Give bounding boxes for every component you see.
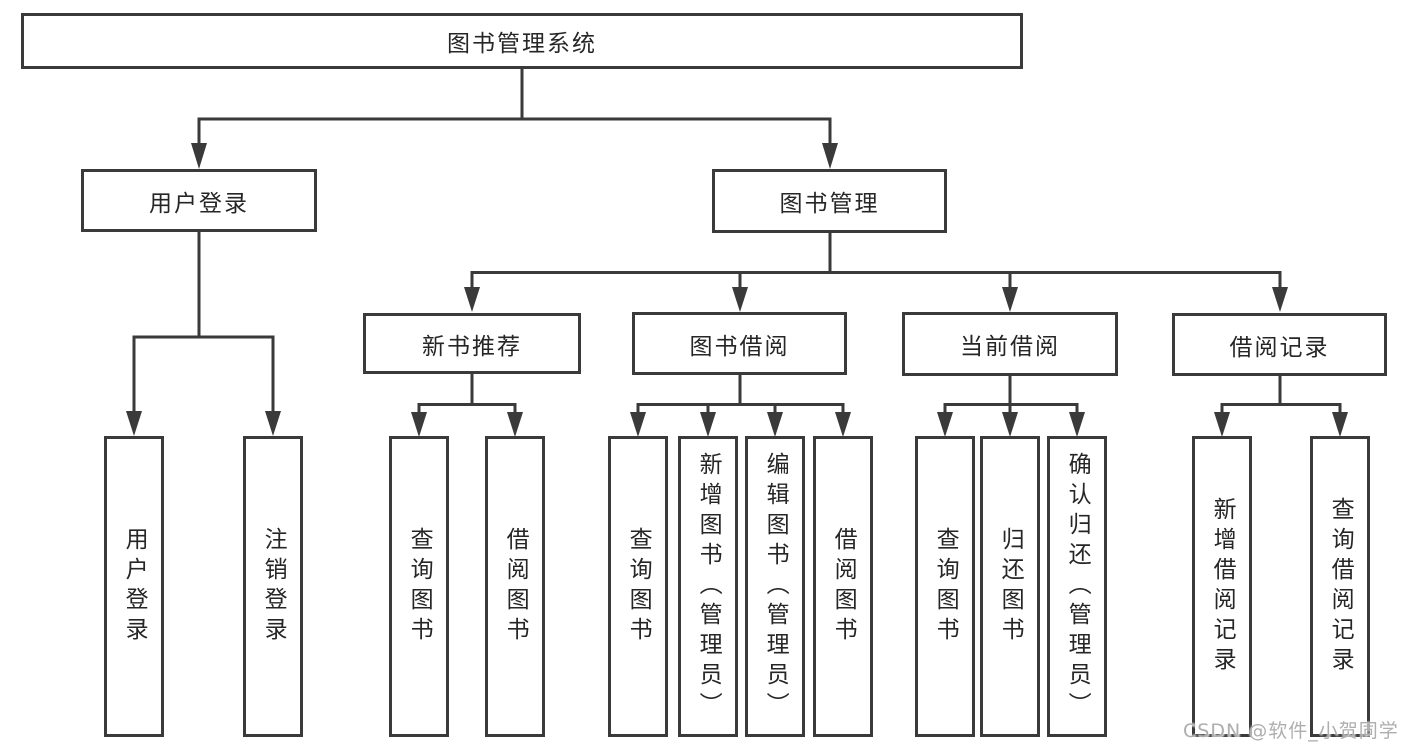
arrowhead xyxy=(191,143,207,169)
leaf-label: 查询图书 xyxy=(625,526,652,647)
leaf-label: 借阅图书 xyxy=(502,526,529,647)
leaf-label: 查询图书 xyxy=(406,526,433,647)
connector-borrow-to-leaves xyxy=(630,375,851,437)
leaf-label: 新增图书（管理员） xyxy=(695,451,722,722)
node-book-management: 图书管理 xyxy=(712,169,947,233)
node-borrow-records: 借阅记录 xyxy=(1172,313,1387,376)
connector-records-to-leaves xyxy=(1214,376,1348,437)
node-label: 当前借阅 xyxy=(960,334,1060,360)
leaf-label: 借阅图书 xyxy=(830,526,857,647)
node-book-borrow: 图书借阅 xyxy=(632,312,847,375)
arrowhead xyxy=(700,412,716,437)
connector-recommend-to-leaves xyxy=(411,374,523,437)
arrowhead xyxy=(126,411,142,436)
leaf-label: 编辑图书（管理员） xyxy=(762,451,789,722)
node-new-book-recommend: 新书推荐 xyxy=(363,313,581,374)
arrowhead xyxy=(411,412,427,437)
leaf-query-borrow-record: 查询借阅记录 xyxy=(1310,436,1370,737)
arrowhead xyxy=(464,287,480,312)
leaf-return-book: 归还图书 xyxy=(980,436,1040,737)
arrowhead xyxy=(767,412,783,437)
leaf-label: 新增借阅记录 xyxy=(1209,496,1236,677)
arrowhead xyxy=(1214,412,1230,437)
connector-current-to-leaves xyxy=(937,376,1085,437)
arrowhead xyxy=(1002,287,1018,312)
node-label: 图书管理系统 xyxy=(447,31,597,57)
node-label: 图书管理 xyxy=(779,191,880,217)
leaf-label: 查询图书 xyxy=(932,526,959,647)
connector-book-mgmt-to-level3 xyxy=(464,233,1288,312)
leaf-user-login: 用户登录 xyxy=(104,436,164,737)
leaf-query-book-borrow: 查询图书 xyxy=(608,436,668,737)
leaf-edit-book-admin: 编辑图书（管理员） xyxy=(745,436,805,737)
node-label: 借阅记录 xyxy=(1229,334,1330,361)
node-current-borrow: 当前借阅 xyxy=(902,312,1118,376)
arrowhead xyxy=(1332,412,1348,437)
node-user-login: 用户登录 xyxy=(81,169,317,232)
leaf-label: 查询借阅记录 xyxy=(1327,496,1354,677)
leaf-borrow-book: 借阅图书 xyxy=(813,436,873,737)
arrowhead xyxy=(630,412,646,437)
arrowhead xyxy=(732,287,748,312)
node-label: 图书借阅 xyxy=(689,333,790,360)
leaf-label: 确认归还（管理员） xyxy=(1064,451,1091,722)
csdn-watermark: CSDN @软件_小贺同学 xyxy=(1183,720,1399,742)
leaf-label: 注销登录 xyxy=(260,526,287,647)
leaf-confirm-return-admin: 确认归还（管理员） xyxy=(1047,436,1107,737)
arrowhead xyxy=(507,412,523,437)
leaf-borrow-book-recommend: 借阅图书 xyxy=(485,436,545,737)
leaf-label: 用户登录 xyxy=(121,526,148,647)
arrowhead xyxy=(1272,287,1288,312)
leaf-query-book-recommend: 查询图书 xyxy=(389,436,449,737)
leaf-query-book-current: 查询图书 xyxy=(915,436,975,737)
arrowhead xyxy=(822,143,838,169)
arrowhead xyxy=(1069,412,1085,437)
leaf-label: 归还图书 xyxy=(997,526,1024,647)
leaf-add-borrow-record: 新增借阅记录 xyxy=(1192,436,1252,737)
connector-root-to-level2 xyxy=(191,69,838,169)
arrowhead xyxy=(1002,412,1018,437)
arrowhead xyxy=(937,412,953,437)
arrowhead xyxy=(265,411,281,436)
arrowhead xyxy=(835,412,851,437)
connector-user-login-to-leaves xyxy=(126,232,281,436)
leaf-logout-login: 注销登录 xyxy=(243,436,303,737)
node-library-system-root: 图书管理系统 xyxy=(21,13,1023,69)
leaf-add-book-admin: 新增图书（管理员） xyxy=(678,436,738,737)
node-label: 新书推荐 xyxy=(422,333,522,360)
node-label: 用户登录 xyxy=(149,190,249,217)
